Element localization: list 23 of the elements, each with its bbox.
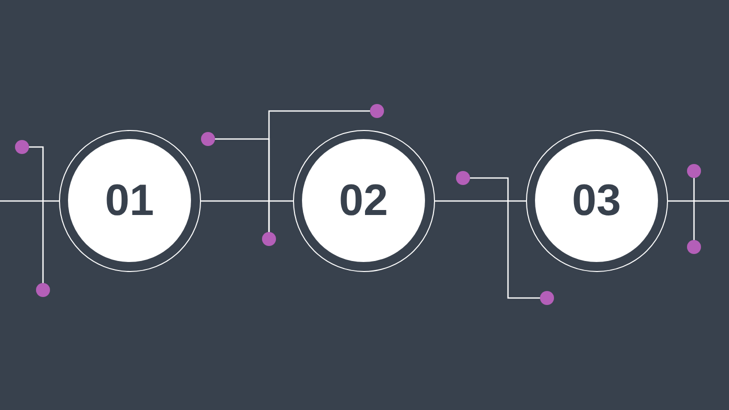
connector-dot [262, 232, 276, 246]
connector-line [0, 200, 59, 202]
connector-dot [201, 132, 215, 146]
step-number: 01 [105, 176, 154, 226]
connector-dot [370, 104, 384, 118]
connector-dot [36, 283, 50, 297]
connector-line [29, 146, 44, 283]
connector-dot [687, 240, 701, 254]
step-number: 02 [339, 176, 388, 226]
connector-line [668, 200, 729, 202]
numbered-circle [293, 130, 435, 272]
connector-line [435, 200, 526, 202]
numbered-circle [59, 130, 201, 272]
connector-line [470, 177, 540, 299]
connector-dot [687, 164, 701, 178]
numbered-circle [526, 130, 668, 272]
step-number: 03 [572, 176, 621, 226]
connector-dot [15, 140, 29, 154]
connector-dot [540, 291, 554, 305]
connector-line [693, 178, 695, 240]
connector-line [201, 200, 293, 202]
connector-line [268, 110, 370, 232]
connector-dot [456, 171, 470, 185]
